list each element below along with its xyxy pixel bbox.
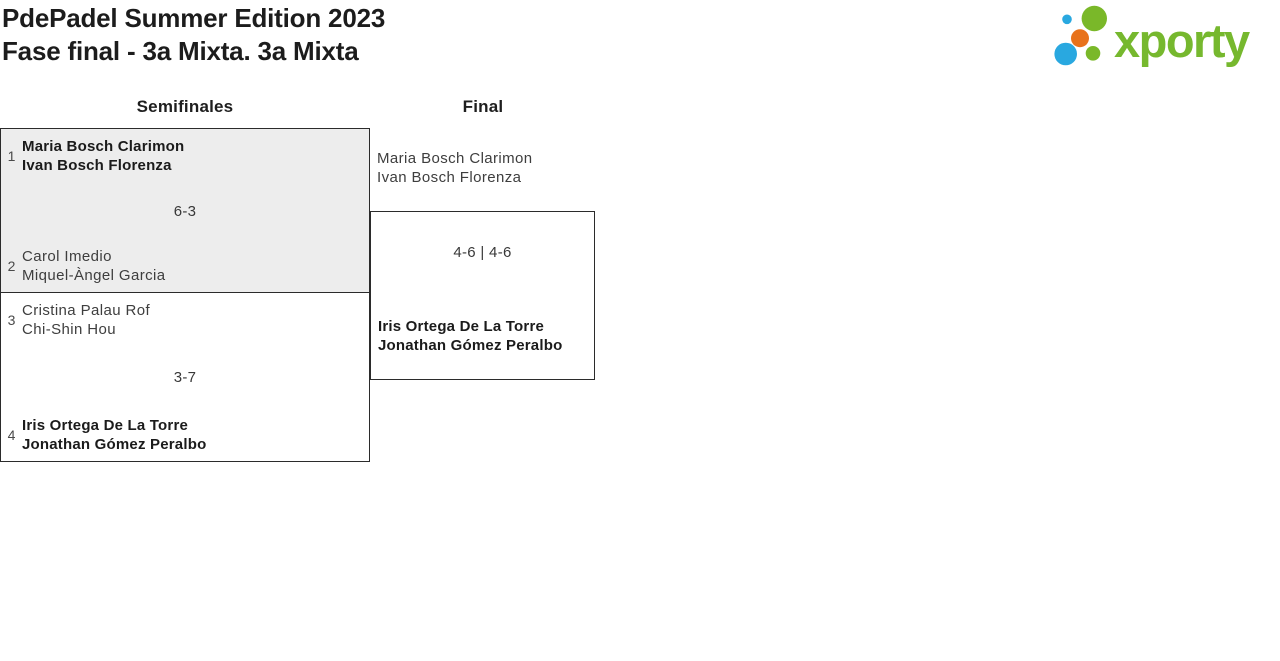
seed-number: 4: [7, 427, 16, 443]
player-name: Ivan Bosch Florenza: [22, 157, 172, 174]
player-name: Maria Bosch Clarimon: [22, 138, 185, 155]
player-name: Carol Imedio: [22, 248, 112, 265]
xporty-wordmark: xporty: [1114, 14, 1250, 67]
player-name: Maria Bosch Clarimon: [377, 150, 533, 167]
phase-subtitle: Fase final - 3a Mixta. 3a Mixta: [2, 36, 359, 66]
player-name: Iris Ortega De La Torre: [22, 417, 189, 434]
team-row-seed-4: 4 Iris Ortega De La Torre Jonathan Gómez…: [1, 416, 369, 454]
final-team-b-winner: Iris Ortega De La Torre Jonathan Gómez P…: [378, 317, 562, 355]
player-name: Iris Ortega De La Torre: [378, 318, 545, 335]
team-row-seed-2: 2 Carol Imedio Miquel-Àngel Garcia: [1, 247, 369, 285]
team-players: Maria Bosch Clarimon Ivan Bosch Florenza: [22, 137, 184, 175]
team-row-seed-1: 1 Maria Bosch Clarimon Ivan Bosch Floren…: [1, 137, 369, 175]
semifinal-1-box: 1 Maria Bosch Clarimon Ivan Bosch Floren…: [0, 128, 370, 293]
round-header-final: Final: [462, 97, 504, 116]
final-team-a: Maria Bosch Clarimon Ivan Bosch Florenza: [377, 149, 533, 187]
player-name: Jonathan Gómez Peralbo: [22, 436, 207, 453]
match-score: 6-3: [173, 202, 197, 220]
seed-number: 2: [7, 258, 16, 274]
player-name: Jonathan Gómez Peralbo: [378, 337, 563, 354]
seed-number: 1: [7, 148, 16, 164]
round-header-semifinales: Semifinales: [136, 97, 234, 116]
team-players: Carol Imedio Miquel-Àngel Garcia: [22, 247, 166, 285]
xporty-logo-dots-icon: [1054, 5, 1107, 66]
final-score: 4-6 | 4-6: [453, 244, 512, 261]
team-players: Iris Ortega De La Torre Jonathan Gómez P…: [22, 416, 206, 454]
player-name: Ivan Bosch Florenza: [377, 169, 522, 186]
page-header: PdePadel Summer Edition 2023 Fase final …: [2, 2, 385, 68]
final-box: 4-6 | 4-6 Iris Ortega De La Torre Jonath…: [370, 211, 595, 380]
player-name: Miquel-Àngel Garcia: [22, 267, 166, 284]
team-players: Cristina Palau Rof Chi-Shin Hou: [22, 301, 150, 339]
team-row-seed-3: 3 Cristina Palau Rof Chi-Shin Hou: [1, 301, 369, 339]
semifinal-2-box: 3 Cristina Palau Rof Chi-Shin Hou 3-7 4 …: [0, 292, 370, 462]
match-score: 3-7: [173, 369, 197, 386]
seed-number: 3: [7, 312, 16, 328]
player-name: Chi-Shin Hou: [22, 321, 117, 338]
xporty-logo[interactable]: xporty: [1048, 0, 1280, 75]
tournament-title: PdePadel Summer Edition 2023: [2, 3, 386, 33]
player-name: Cristina Palau Rof: [22, 302, 151, 319]
